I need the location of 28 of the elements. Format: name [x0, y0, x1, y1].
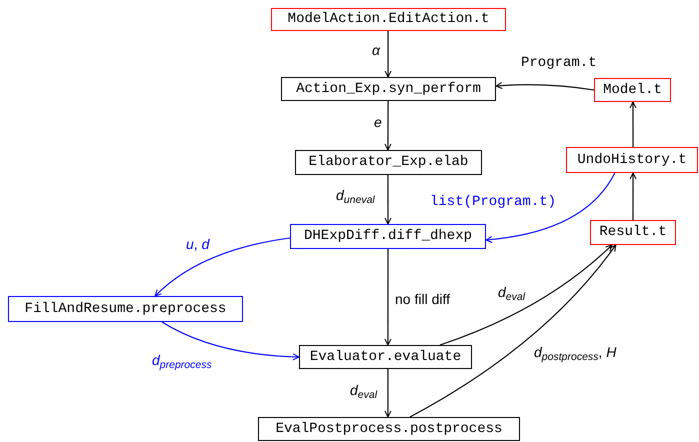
edge-label: d$_{eval}$: [348, 383, 380, 397]
arrow: [384, 101, 392, 150]
process-box: Elaborator_Exp.elab: [295, 150, 482, 175]
arrow: [384, 369, 392, 418]
edge-label: d$_{uneval}$: [334, 188, 377, 202]
edge-label: d$_{eval}$: [496, 285, 528, 299]
arrow: [384, 249, 392, 346]
process-box: DHExpDiff.diff_dhexp: [290, 224, 486, 249]
process-box: EvalPostprocess.postprocess: [258, 417, 520, 441]
arrow: [496, 82, 594, 91]
edge-label: no fill diff: [393, 292, 452, 306]
arrow: [162, 322, 300, 360]
process-box: Action_Exp.syn_perform: [281, 77, 496, 101]
process-box: Evaluator.evaluate: [299, 345, 472, 369]
arrow: [629, 102, 636, 147]
process-box: ModelAction.EditAction.t: [271, 8, 506, 31]
process-box: Result.t: [590, 220, 676, 245]
process-box: FillAndResume.preprocess: [8, 296, 243, 322]
edge-label: u, d: [184, 237, 212, 251]
arrow: [154, 237, 290, 296]
arrow: [440, 244, 613, 346]
arrow: [630, 172, 637, 220]
process-box: Model.t: [594, 78, 671, 102]
arrow: [410, 244, 616, 418]
process-box: UndoHistory.t: [566, 147, 698, 173]
arrow: [384, 175, 392, 224]
arrow: [384, 31, 392, 78]
arrow: [486, 172, 616, 243]
